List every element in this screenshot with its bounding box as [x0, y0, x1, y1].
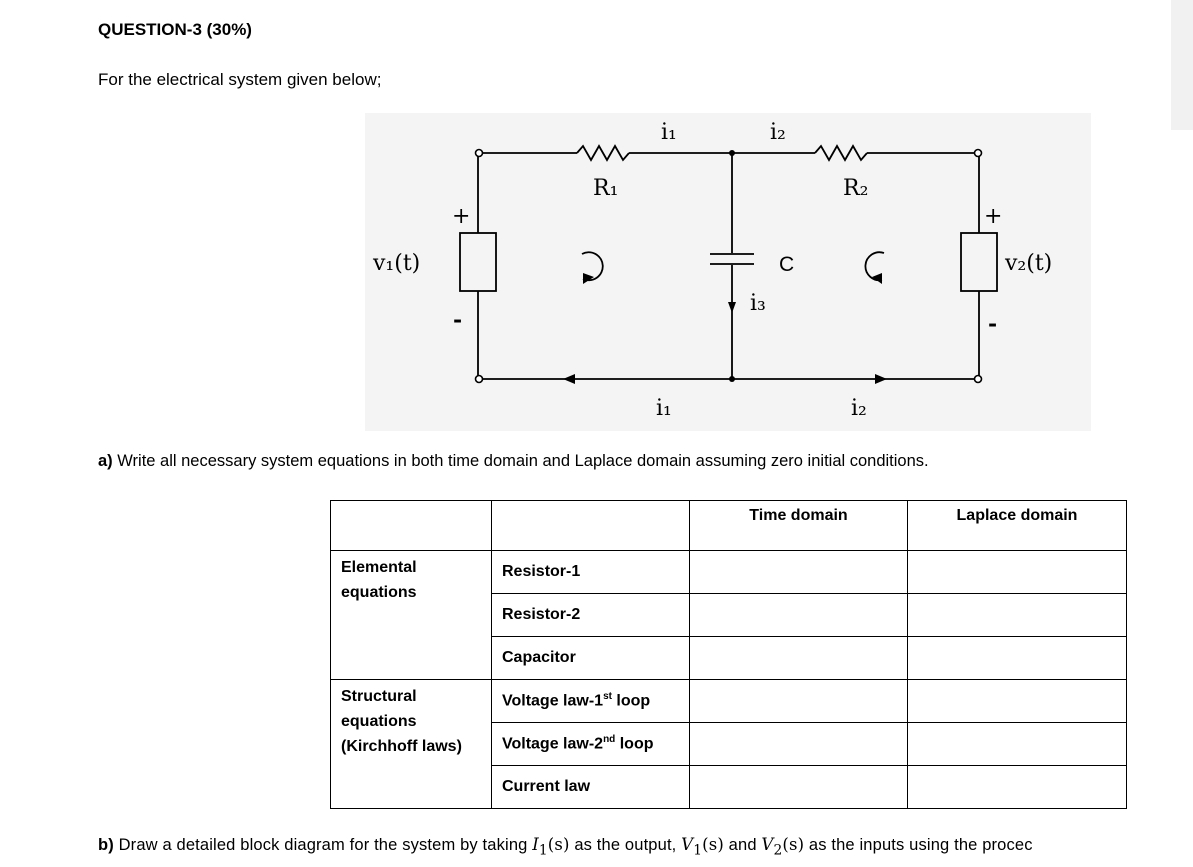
cell-time-voltage-law-2[interactable] — [689, 722, 908, 766]
cell-time-capacitor[interactable] — [689, 636, 908, 680]
row-label-voltage-law-1: Voltage law-1st loop — [491, 679, 690, 723]
cell-laplace-resistor-2[interactable] — [907, 593, 1127, 637]
header-cell-empty-1 — [330, 500, 492, 551]
row-label-resistor-1: Resistor-1 — [491, 550, 690, 594]
group-elemental-equations: Elemental equations — [330, 550, 492, 680]
row-label-current-law: Current law — [491, 765, 690, 809]
resistor-r1-zigzag — [576, 144, 630, 162]
cell-laplace-capacitor[interactable] — [907, 636, 1127, 680]
label-i2-top: i₂ — [770, 120, 786, 145]
label-minus-v1: - — [453, 307, 462, 333]
header-cell-empty-2 — [491, 500, 690, 551]
cell-laplace-current-law[interactable] — [907, 765, 1127, 809]
label-r2: R₂ — [843, 176, 868, 201]
label-i3: i₃ — [750, 291, 766, 316]
label-v1: v₁(t) — [372, 251, 420, 276]
label-r1: R₁ — [593, 176, 618, 201]
cell-laplace-voltage-law-2[interactable] — [907, 722, 1127, 766]
label-v2: v₂(t) — [1004, 251, 1052, 276]
loop1-arrow — [581, 251, 604, 282]
table-header-row: Time domain Laplace domain — [330, 500, 1127, 551]
loop2-arrow — [864, 251, 885, 282]
source-v1 — [459, 232, 497, 292]
question-intro: For the electrical system given below; — [98, 70, 382, 89]
part-b-text: b) Draw a detailed block diagram for the… — [98, 835, 1033, 859]
table-row: Structural equations (Kirchhoff laws) Vo… — [330, 679, 1127, 809]
cell-time-current-law[interactable] — [689, 765, 908, 809]
part-b-label: b) — [98, 836, 114, 854]
label-plus-v2: + — [984, 204, 1002, 229]
header-laplace-domain: Laplace domain — [907, 500, 1127, 551]
part-a-text: a) Write all necessary system equations … — [98, 452, 929, 471]
row-label-capacitor: Capacitor — [491, 636, 690, 680]
label-i2-bottom: i₂ — [851, 396, 867, 421]
label-minus-v2: - — [988, 311, 997, 337]
cell-time-voltage-law-1[interactable] — [689, 679, 908, 723]
source-v2 — [960, 232, 998, 292]
resistor-r2-zigzag — [814, 144, 868, 162]
circuit-diagram: R₁ R₂ i₁ i₂ v₁(t) v₂(t) i₃ i₁ i₂ + + - -… — [365, 113, 1091, 431]
cell-laplace-resistor-1[interactable] — [907, 550, 1127, 594]
cell-laplace-voltage-law-1[interactable] — [907, 679, 1127, 723]
equations-table: Time domain Laplace domain Elemental equ… — [330, 500, 1127, 809]
label-i1-bottom: i₁ — [656, 396, 672, 421]
part-a-label: a) — [98, 452, 113, 470]
row-label-resistor-2: Resistor-2 — [491, 593, 690, 637]
output-variable: I1(s) — [532, 835, 570, 859]
row-label-voltage-law-2: Voltage law-2nd loop — [491, 722, 690, 766]
header-time-domain: Time domain — [689, 500, 908, 551]
input-variable-1: V1(s) — [681, 835, 724, 859]
input-variable-2: V2(s) — [761, 835, 805, 859]
label-c: C — [779, 253, 794, 276]
label-plus-v1: + — [452, 204, 470, 229]
table-row: Capacitor — [331, 636, 1127, 680]
table-row: Elemental equations Resistor-1 — [330, 550, 1127, 680]
table-row: Voltage law-2nd loop — [331, 722, 1127, 766]
group-structural-equations: Structural equations (Kirchhoff laws) — [330, 679, 492, 809]
label-i1-top: i₁ — [661, 120, 677, 145]
cell-time-resistor-1[interactable] — [689, 550, 908, 594]
question-title: QUESTION-3 (30%) — [98, 20, 252, 39]
part-a-instruction: Write all necessary system equations in … — [112, 452, 929, 470]
cell-time-resistor-2[interactable] — [689, 593, 908, 637]
vertical-scrollbar[interactable] — [1171, 0, 1193, 130]
table-row: Current law — [331, 765, 1127, 809]
